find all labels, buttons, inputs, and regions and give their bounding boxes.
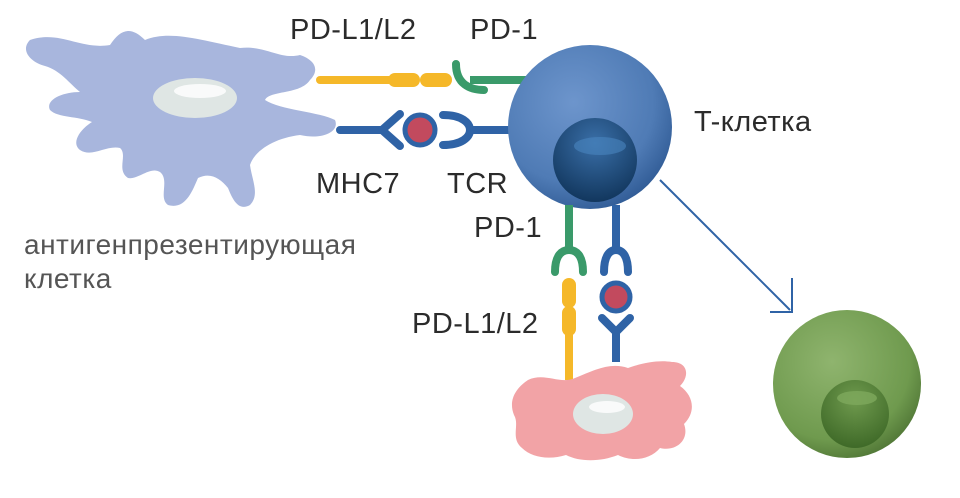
pd-l1-top-receptor [316, 73, 452, 87]
pd-1-lower-receptor [551, 205, 587, 276]
label-apc-line1: антигенпрезентирующая [24, 229, 357, 260]
transition-arrow [659, 179, 793, 313]
label-apc-line2: клетка [24, 263, 112, 294]
exhausted-nucleus-highlight [837, 391, 877, 405]
t-cell-nucleus [553, 118, 637, 202]
label-pd-l1-top: PD-L1/L2 [290, 14, 417, 46]
label-pd-l1-bottom: PD-L1/L2 [412, 308, 539, 340]
pd-l1-lower-receptor [562, 278, 576, 380]
label-mhc: MHC7 [316, 168, 401, 200]
pd-1-top-receptor [452, 60, 530, 94]
label-pd1-mid: PD-1 [474, 212, 543, 244]
label-tcr: TCR [447, 168, 509, 200]
tumor-nucleus-highlight [589, 401, 625, 413]
apc-nucleus [153, 78, 237, 118]
antigen-peptide-top [402, 112, 438, 148]
tumor-cell-nucleus [573, 394, 633, 434]
apc-nucleus-highlight [174, 84, 226, 98]
label-t-cell: T-клетка [694, 106, 812, 138]
t-cell-nucleus-highlight [574, 137, 626, 155]
antigen-presenting-cell [25, 30, 336, 207]
tcr-lower-receptor [600, 205, 632, 276]
antigen-peptide-lower [599, 280, 633, 314]
exhausted-t-cell-nucleus [821, 380, 889, 448]
mhc-receptor [336, 110, 404, 150]
mhc-lower-receptor [598, 314, 634, 362]
label-pd1-top: PD-1 [470, 14, 539, 46]
